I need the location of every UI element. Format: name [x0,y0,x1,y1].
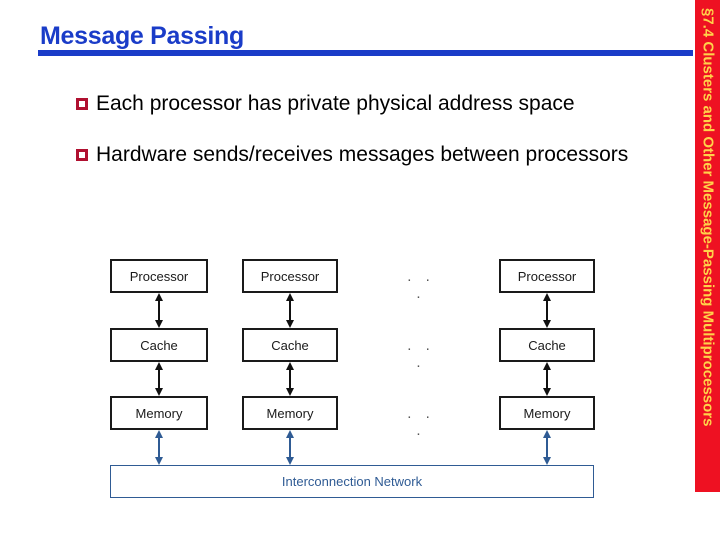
cache-box-3: Cache [499,328,595,362]
memory-box-2: Memory [242,396,338,430]
bullet-text: Each processor has private physical addr… [96,92,575,115]
ellipsis-processor-row: . . . [407,268,435,302]
processor-box-3: Processor [499,259,595,293]
arrow-processor-cache-3 [540,293,554,328]
ellipsis-cache-row: . . . [407,337,435,371]
cache-box-1: Cache [110,328,208,362]
title-underline-rule [38,50,693,56]
bullet-list: Each processor has private physical addr… [76,90,676,192]
processor-box-1: Processor [110,259,208,293]
interconnection-network-box: Interconnection Network [110,465,594,498]
memory-box-1: Memory [110,396,208,430]
list-item: Hardware sends/receives messages between… [76,141,676,168]
page-title: Message Passing [40,22,244,50]
arrow-cache-memory-1 [152,362,166,396]
arrow-memory-network-2 [283,430,297,465]
arrow-processor-cache-2 [283,293,297,328]
section-side-banner: §7.4 Clusters and Other Message-Passing … [695,0,720,492]
hollow-square-bullet-icon [76,98,88,110]
arrow-memory-network-1 [152,430,166,465]
arrow-cache-memory-3 [540,362,554,396]
arrow-processor-cache-1 [152,293,166,328]
ellipsis-memory-row: . . . [407,405,435,439]
cache-box-2: Cache [242,328,338,362]
arrow-cache-memory-2 [283,362,297,396]
architecture-diagram: Processor Processor . . . Processor Cach… [0,250,660,510]
hollow-square-bullet-icon [76,149,88,161]
bullet-text: Hardware sends/receives messages between… [96,143,629,166]
memory-box-3: Memory [499,396,595,430]
processor-box-2: Processor [242,259,338,293]
arrow-memory-network-3 [540,430,554,465]
list-item: Each processor has private physical addr… [76,90,676,117]
section-side-banner-text: §7.4 Clusters and Other Message-Passing … [699,8,716,427]
